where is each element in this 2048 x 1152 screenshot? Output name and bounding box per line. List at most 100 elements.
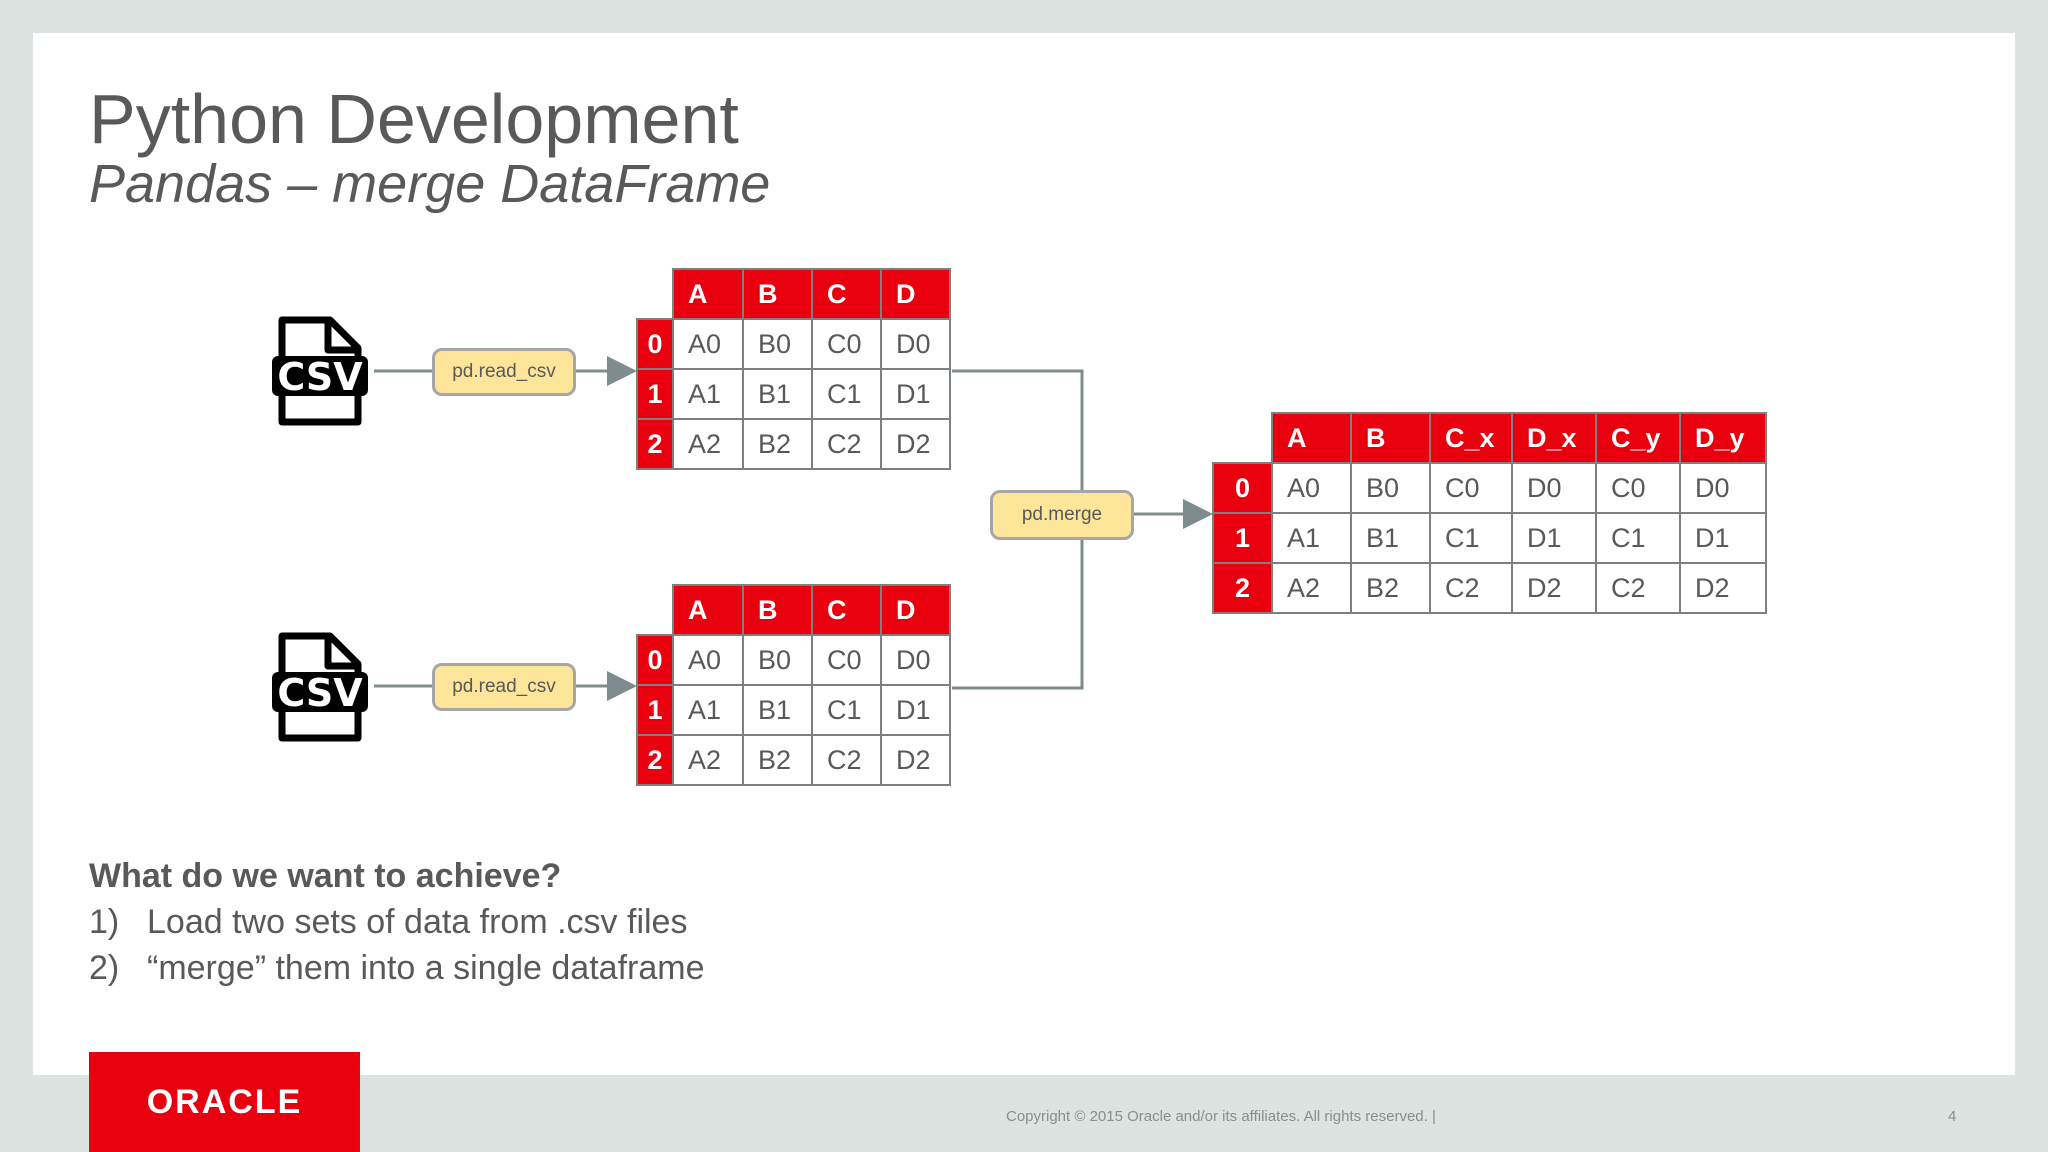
input-dataframe-table: A B C D 0 A0 B0 C0 D0 1 A1 B1 C1 D1 2 A2… [636,268,951,470]
table-cell: D2 [1679,562,1767,614]
table-corner [637,585,673,635]
table-cell: D2 [880,734,951,786]
column-header: D_y [1679,412,1767,464]
table-cell: D1 [880,684,951,736]
list-item-number: 2) [89,949,120,987]
column-header: A [672,268,744,320]
table-cell: D0 [880,318,951,370]
row-index: 2 [1212,562,1273,614]
logo-text: ORACLE [146,1082,303,1121]
row-index: 1 [1212,512,1273,564]
table-cell: A0 [672,318,744,370]
column-header: D [880,584,951,636]
table-cell: C1 [1429,512,1513,564]
table-cell: B1 [1350,512,1431,564]
table-cell: A0 [1271,462,1352,514]
table-cell: C1 [1595,512,1681,564]
table-row: 0 A0 B0 C0 D0 C0 D0 [1212,462,1767,514]
table-cell: C2 [811,418,882,470]
column-header: A [672,584,744,636]
table-cell: C0 [1429,462,1513,514]
table-cell: B2 [742,734,813,786]
table-cell: A1 [672,684,744,736]
slide-title: Python Development [89,80,739,158]
svg-text:CSV: CSV [277,355,363,399]
list-item-text: “merge” them into a single dataframe [147,949,705,987]
table-row: 2 A2 B2 C2 D2 [636,734,951,786]
table-cell: B0 [742,318,813,370]
table-cell: C2 [811,734,882,786]
table-cell: A2 [672,418,744,470]
list-item-text: Load two sets of data from .csv files [147,903,688,941]
row-index: 0 [636,634,674,686]
table-cell: D2 [1511,562,1597,614]
slide-subtitle: Pandas – merge DataFrame [89,154,771,214]
row-index: 2 [636,418,674,470]
table-row: 0 A0 B0 C0 D0 [636,634,951,686]
column-header: D_x [1511,412,1597,464]
table-cell: B1 [742,684,813,736]
table-corner [637,269,673,319]
column-header: B [742,268,813,320]
table-row: 1 A1 B1 C1 D1 C1 D1 [1212,512,1767,564]
merged-dataframe-table: A B C_x D_x C_y D_y 0 A0 B0 C0 D0 C0 D0 … [1212,412,1767,614]
table-cell: B0 [742,634,813,686]
column-header: C [811,584,882,636]
list-item-number: 1) [89,903,120,941]
row-index: 2 [636,734,674,786]
goals-list: 1) Load two sets of data from .csv files… [89,899,704,991]
table-cell: A2 [1271,562,1352,614]
table-cell: B2 [1350,562,1431,614]
row-index: 0 [636,318,674,370]
table-row: 2 A2 B2 C2 D2 C2 D2 [1212,562,1767,614]
row-index: 1 [636,684,674,736]
svg-text:CSV: CSV [277,671,363,715]
table-cell: D1 [1511,512,1597,564]
read-csv-box: pd.read_csv [432,663,576,711]
table-cell: C0 [811,634,882,686]
table-cell: C0 [811,318,882,370]
column-header: D [880,268,951,320]
table-cell: A2 [672,734,744,786]
table-cell: C2 [1429,562,1513,614]
table-cell: B0 [1350,462,1431,514]
table-cell: B2 [742,418,813,470]
table-corner [1213,413,1272,463]
table-row: 0 A0 B0 C0 D0 [636,318,951,370]
table-cell: D0 [880,634,951,686]
column-header: C_y [1595,412,1681,464]
goals-heading: What do we want to achieve? [89,857,562,895]
table-cell: D1 [880,368,951,420]
read-csv-box: pd.read_csv [432,348,576,396]
row-index: 1 [636,368,674,420]
merge-box: pd.merge [990,490,1134,540]
input-dataframe-table: A B C D 0 A0 B0 C0 D0 1 A1 B1 C1 D1 2 A2… [636,584,951,786]
list-item: 2) “merge” them into a single dataframe [89,945,704,991]
oracle-logo: ORACLE [89,1052,360,1152]
table-row: 1 A1 B1 C1 D1 [636,368,951,420]
page-number: 4 [1948,1108,1957,1125]
table-cell: A1 [1271,512,1352,564]
table-row: 2 A2 B2 C2 D2 [636,418,951,470]
table-cell: A0 [672,634,744,686]
column-header: B [742,584,813,636]
column-header: A [1271,412,1352,464]
table-cell: D1 [1679,512,1767,564]
csv-file-icon: CSV [272,632,368,742]
column-header: C_x [1429,412,1513,464]
column-header: B [1350,412,1431,464]
table-cell: D0 [1511,462,1597,514]
connector-table2-merge [952,538,1084,690]
table-cell: A1 [672,368,744,420]
table-cell: C1 [811,684,882,736]
connector-table1-merge [952,369,1084,491]
table-cell: D2 [880,418,951,470]
list-item: 1) Load two sets of data from .csv files [89,899,704,945]
table-cell: D0 [1679,462,1767,514]
column-header: C [811,268,882,320]
table-cell: B1 [742,368,813,420]
row-index: 0 [1212,462,1273,514]
table-cell: C0 [1595,462,1681,514]
table-cell: C1 [811,368,882,420]
